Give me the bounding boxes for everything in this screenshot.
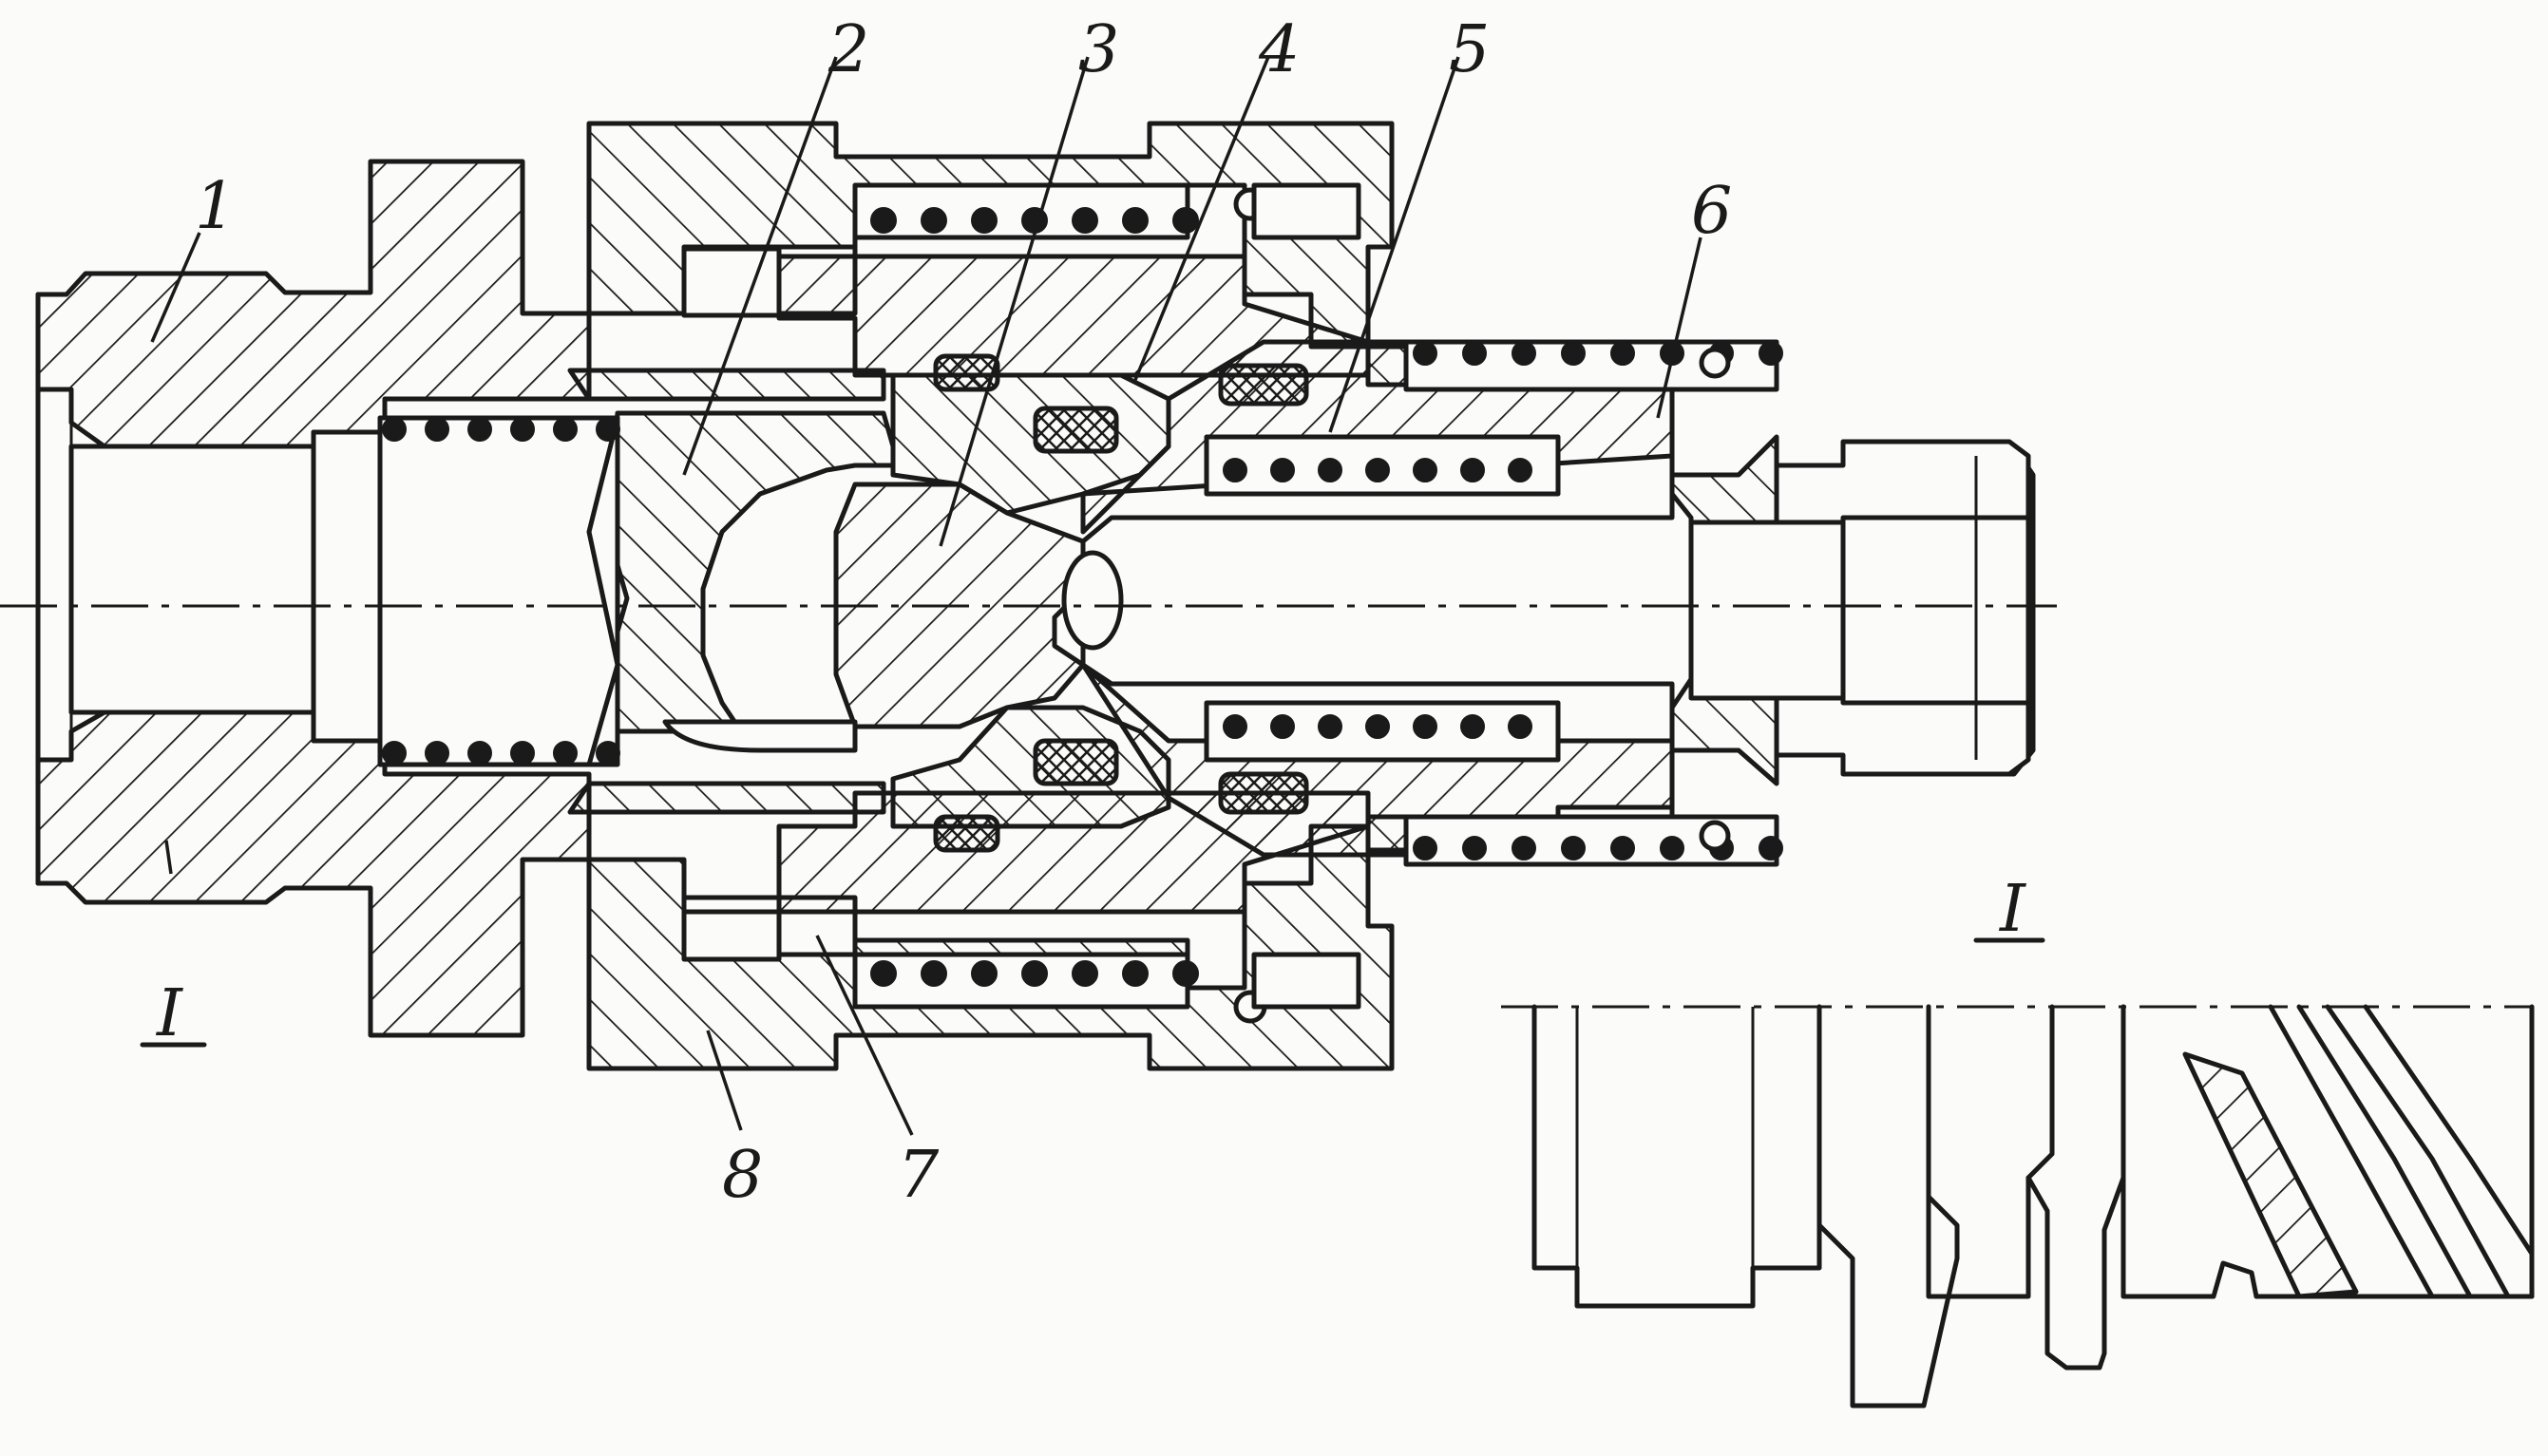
spring-coil [971, 207, 998, 234]
callout-4: 4 [1258, 12, 1300, 87]
spring-coil [870, 960, 897, 987]
section-mark-main: I [155, 976, 183, 1051]
spring-coil [1365, 458, 1390, 482]
o-ring-socket-upper [1218, 363, 1309, 407]
spring-coil [596, 417, 620, 442]
through-bore [1061, 491, 1846, 710]
spring-coil [1610, 341, 1635, 366]
spring-coil [1759, 836, 1783, 860]
spring-coil [425, 417, 449, 442]
lower-locking-spring [852, 952, 1199, 1010]
spring-coil [1223, 714, 1247, 739]
spring-coil [1512, 341, 1536, 366]
spring-coil [870, 207, 897, 234]
callout-7: 7 [898, 1138, 940, 1213]
spring-coil [1462, 836, 1487, 860]
spring-coil [1318, 458, 1342, 482]
spring-coil [1270, 714, 1295, 739]
spring-coil [1172, 960, 1199, 987]
o-ring-lower-outer [933, 814, 1000, 853]
spring-coil [1561, 341, 1586, 366]
spring-coil [596, 741, 620, 766]
spring-coil [1413, 458, 1437, 482]
spring-coil [1759, 341, 1783, 366]
spring-coil [1413, 714, 1437, 739]
spring-coil [467, 741, 492, 766]
part-2-valve-body [567, 368, 896, 815]
callout-5: 5 [1449, 12, 1490, 87]
valve-spring-left [377, 415, 620, 767]
spring-coil [1021, 960, 1048, 987]
spring-coil [382, 741, 407, 766]
spring-coil [1460, 714, 1485, 739]
spring-coil [425, 741, 449, 766]
spring-coil [1318, 714, 1342, 739]
upper-locking-spring [852, 182, 1199, 240]
locking-balls [1233, 182, 1361, 1024]
o-ring-upper-inner [1033, 406, 1119, 454]
leader-lines [150, 56, 1702, 1136]
detail-view-I [1501, 1004, 2535, 1409]
spring-coil [1365, 714, 1390, 739]
section-mark-detail: I [1998, 872, 2026, 947]
spring-coil [510, 741, 535, 766]
o-ring-socket-lower [1218, 771, 1309, 815]
spring-coil [1512, 836, 1536, 860]
callout-1: 1 [195, 169, 236, 244]
spring-coil [921, 960, 947, 987]
callout-2: 2 [827, 12, 869, 87]
spring-coil [1223, 458, 1247, 482]
spring-coil [971, 960, 998, 987]
spring-coil [510, 417, 535, 442]
spring-coil [553, 417, 578, 442]
spring-coil [382, 417, 407, 442]
spring-coil [1122, 207, 1149, 234]
spring-coil [1460, 458, 1485, 482]
spring-coil [1660, 836, 1684, 860]
callout-labels: 1 2 3 4 5 6 7 8 I I [140, 12, 2045, 1213]
spring-coil [1561, 836, 1586, 860]
spring-coil [1508, 458, 1532, 482]
spring-coil [1462, 341, 1487, 366]
spring-coil [1072, 960, 1098, 987]
spring-coil [1172, 207, 1199, 234]
callout-8: 8 [722, 1138, 763, 1213]
o-ring-upper-outer [933, 353, 1000, 392]
callout-6: 6 [1691, 174, 1732, 249]
o-ring-lower-inner [1033, 738, 1119, 786]
spring-coil [1413, 341, 1437, 366]
callout-3: 3 [1078, 12, 1119, 87]
spring-coil [1122, 960, 1149, 987]
spring-coil [553, 741, 578, 766]
spring-coil [1508, 714, 1532, 739]
spring-coil [467, 417, 492, 442]
spring-coil [1270, 458, 1295, 482]
spring-coil [1610, 836, 1635, 860]
spring-coil [921, 207, 947, 234]
spring-coil [1072, 207, 1098, 234]
spring-coil [1413, 836, 1437, 860]
